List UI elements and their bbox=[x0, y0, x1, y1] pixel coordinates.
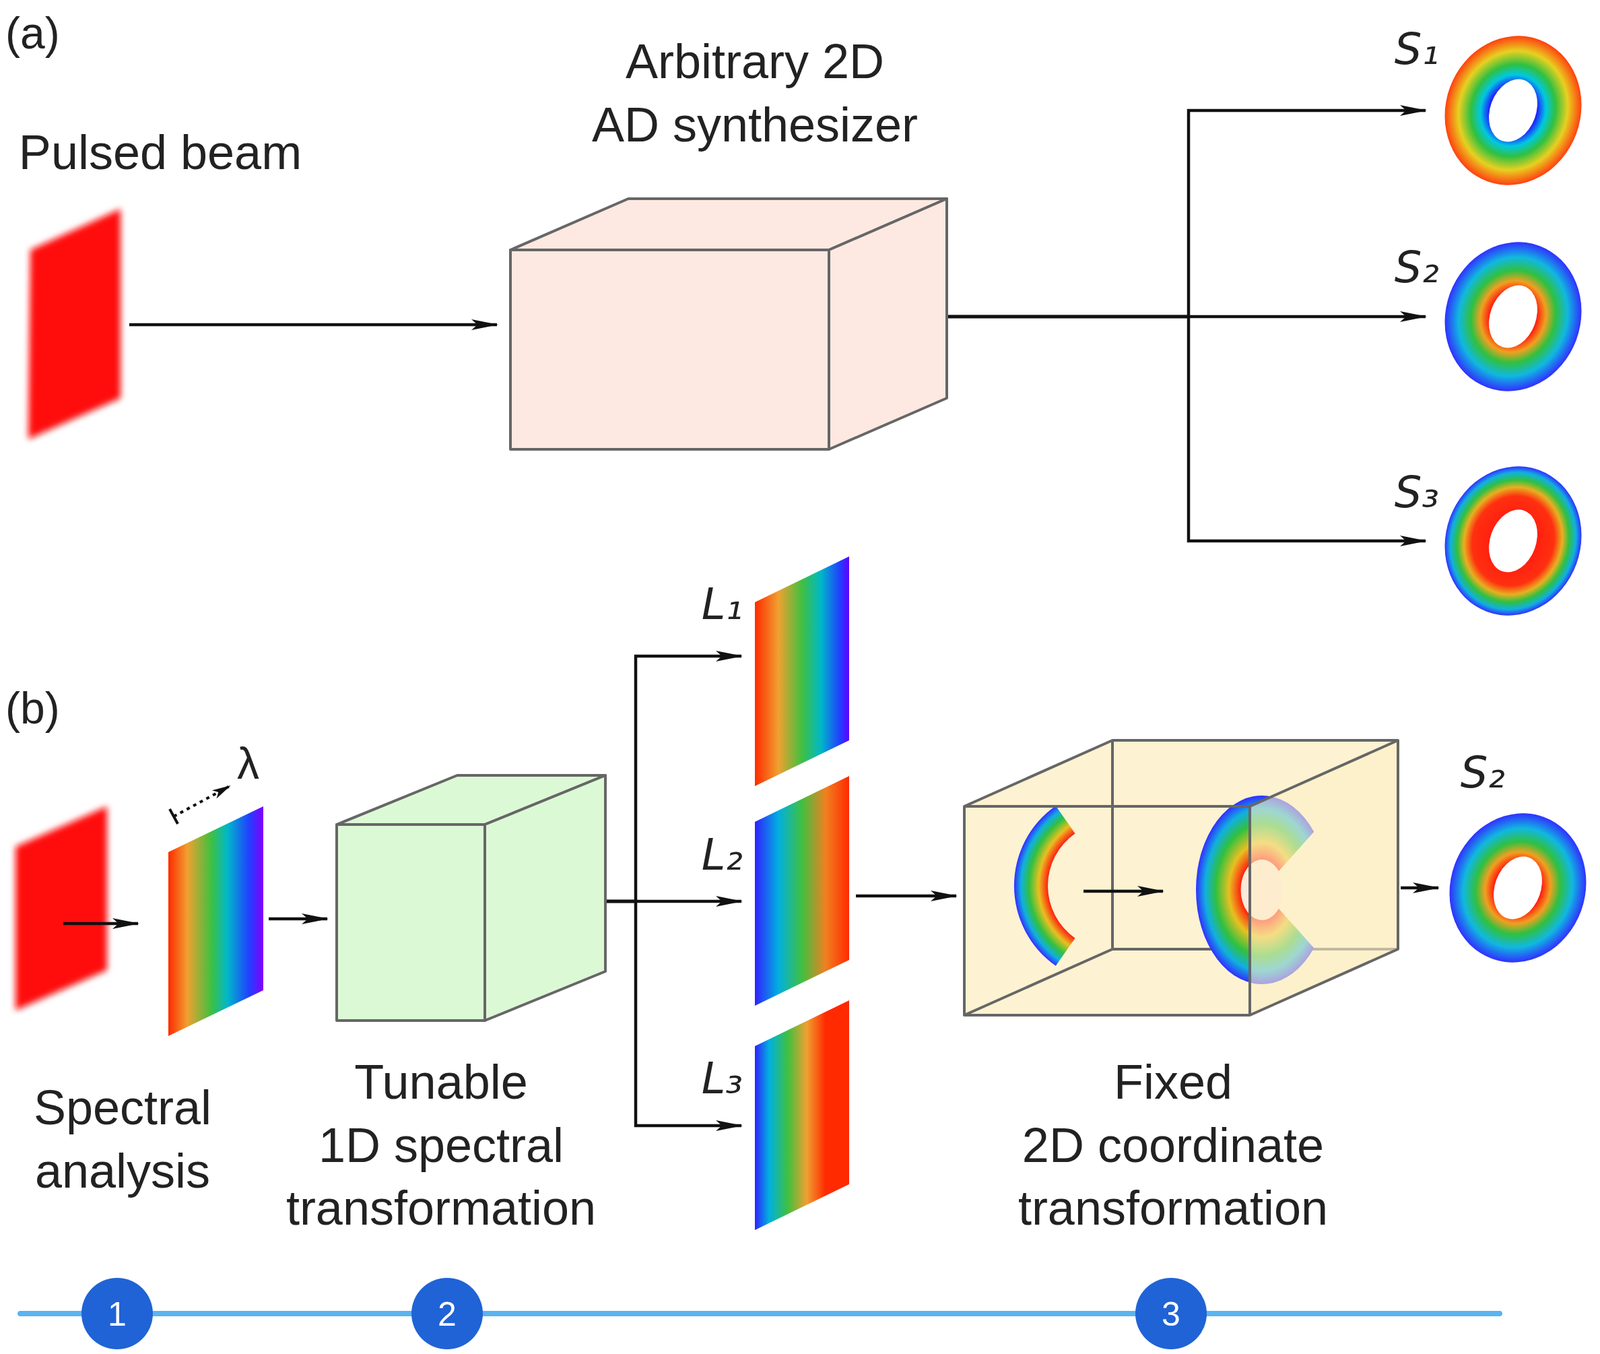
beam-label: S₁ bbox=[1371, 21, 1440, 78]
node-shape bbox=[25, 208, 123, 440]
spectral-strip bbox=[754, 556, 850, 786]
wavelength-symbol: λ bbox=[237, 736, 260, 790]
cube-side bbox=[484, 775, 606, 1021]
step-number: 1 bbox=[81, 1292, 153, 1337]
panel-label: (a) bbox=[5, 6, 60, 60]
donut-beam bbox=[1428, 793, 1600, 982]
text-line: Fixed bbox=[971, 1050, 1376, 1114]
spectral-analysis: Spectral analysis bbox=[12, 806, 264, 1036]
node-shape bbox=[754, 556, 850, 786]
arrow-connector bbox=[1400, 886, 1439, 890]
arrow-connector bbox=[946, 110, 1426, 317]
output-donut: S₃ bbox=[1439, 459, 1588, 622]
node-shape bbox=[510, 198, 947, 450]
spectrum-strip: L₃ bbox=[754, 1000, 850, 1230]
text-line: transformation bbox=[971, 1176, 1376, 1240]
cube-body bbox=[964, 740, 1398, 1015]
text-line: transformation bbox=[252, 1176, 630, 1240]
arrow-connector bbox=[129, 323, 497, 327]
panel-label: (b) bbox=[5, 681, 60, 735]
text-line: Tunable bbox=[252, 1050, 630, 1114]
text-line: AD synthesizer bbox=[498, 93, 1011, 157]
beam-shape: Pulsed beam bbox=[25, 208, 123, 440]
inner-arrow bbox=[1083, 889, 1163, 893]
donut-beam bbox=[1424, 222, 1600, 411]
spectrum-strip: L₁ bbox=[754, 556, 850, 786]
synthesizer-cube: Arbitrary 2D AD synthesizer bbox=[510, 198, 947, 450]
inner-arrow bbox=[63, 921, 139, 926]
beam-label: L₁ bbox=[675, 576, 743, 633]
node-shape bbox=[754, 775, 850, 1006]
wavelength-tick bbox=[169, 808, 178, 824]
step-circle bbox=[81, 1277, 153, 1349]
cube-side-overlay bbox=[1249, 740, 1398, 1015]
beam-label: S₂ bbox=[1437, 744, 1506, 801]
text-line: analysis bbox=[0, 1139, 271, 1203]
node-label: Pulsed beam bbox=[0, 121, 349, 185]
spectral-strip bbox=[754, 775, 850, 1006]
step-number: 2 bbox=[411, 1292, 483, 1337]
step-circle bbox=[1135, 1277, 1207, 1349]
node-label: Fixed 2D coordinate transformation bbox=[971, 1050, 1376, 1240]
pulsed-beam bbox=[15, 806, 108, 1011]
node-shape bbox=[336, 775, 606, 1021]
arrow-connector bbox=[946, 316, 1426, 541]
cube-side bbox=[828, 198, 947, 450]
step-circle: 2 bbox=[411, 1277, 483, 1349]
output-donut: S₁ bbox=[1439, 29, 1588, 192]
cube-back-edges bbox=[964, 740, 1398, 1015]
node-shape bbox=[964, 740, 1398, 1015]
timeline-line bbox=[20, 1310, 1500, 1316]
timeline-glow bbox=[20, 1305, 1500, 1321]
node-shape bbox=[12, 806, 264, 1036]
beam-label: L₃ bbox=[675, 1050, 743, 1107]
beam-label: S₃ bbox=[1371, 464, 1440, 521]
text-line: 1D spectral bbox=[252, 1113, 630, 1178]
text-line: Spectral bbox=[0, 1076, 271, 1140]
node-shape bbox=[1439, 459, 1588, 622]
beam-label: S₂ bbox=[1371, 239, 1440, 296]
node-shape bbox=[754, 1000, 850, 1230]
step-circle: 1 bbox=[81, 1277, 153, 1349]
text-line: 2D coordinate bbox=[971, 1113, 1376, 1178]
cube-front bbox=[510, 249, 829, 450]
step-number: 3 bbox=[1135, 1292, 1207, 1337]
donut-beam bbox=[1424, 447, 1600, 636]
cube-front bbox=[336, 824, 485, 1021]
spectrum-strip: L₂ bbox=[754, 775, 850, 1006]
donut-beam bbox=[1424, 16, 1600, 205]
wavelength-arrow bbox=[173, 785, 230, 817]
step-circle: 3 bbox=[1135, 1277, 1207, 1349]
arc-beam bbox=[1014, 805, 1076, 966]
beam-label: L₂ bbox=[675, 826, 743, 883]
arrow-connector bbox=[268, 917, 328, 921]
node-shape bbox=[1443, 806, 1592, 969]
spectral-strip bbox=[754, 1000, 850, 1230]
pulsed-beam bbox=[28, 208, 121, 440]
coordinate-cube: Fixed 2D coordinate transformation bbox=[964, 740, 1398, 1015]
node-label: Spectral analysis bbox=[0, 1076, 271, 1203]
node-shape bbox=[1439, 29, 1588, 192]
spectral-strip bbox=[168, 806, 264, 1036]
cube-edges bbox=[964, 740, 1398, 1015]
node-shape bbox=[1439, 235, 1588, 398]
spectral-cube: Tunable 1D spectral transformation bbox=[336, 775, 606, 1021]
node-label: Tunable 1D spectral transformation bbox=[252, 1050, 630, 1240]
output-donut: S₂ bbox=[1443, 806, 1592, 969]
arrow-connector bbox=[855, 894, 957, 898]
text-line: Arbitrary 2D bbox=[498, 30, 1011, 94]
node-label: Arbitrary 2D AD synthesizer bbox=[498, 30, 1011, 157]
step-circle bbox=[411, 1277, 483, 1349]
output-donut: S₂ bbox=[1439, 235, 1588, 398]
